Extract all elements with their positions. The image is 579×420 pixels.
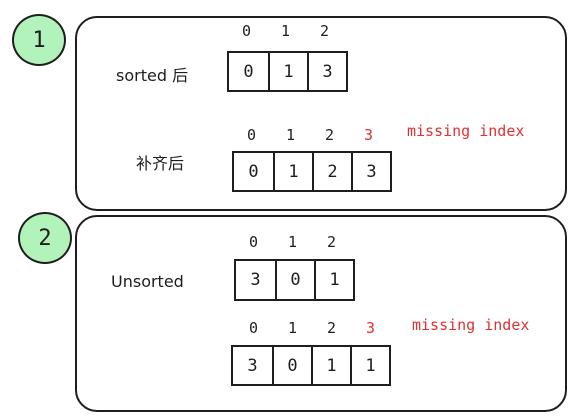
missing-index-label: 3 (363, 126, 374, 144)
step-1-badge: 1 (12, 14, 66, 66)
array-cell: 3 (307, 53, 346, 90)
index-label: 1 (287, 233, 298, 251)
index-label: 0 (248, 319, 259, 337)
index-label: 1 (285, 126, 296, 144)
array-cell: 0 (243, 61, 254, 82)
index-label: 0 (248, 233, 259, 251)
missing-index-label: 3 (365, 319, 376, 337)
sorted-array: 0 1 3 (227, 51, 348, 92)
index-label: 1 (280, 22, 291, 40)
index-label: 0 (241, 22, 252, 40)
padded-label: 补齐后 (136, 154, 185, 173)
index-label: 2 (324, 126, 335, 144)
swapped-index-row: 0 1 2 3 (234, 319, 390, 337)
unsorted-array: 3 0 1 (234, 259, 355, 301)
index-label: 0 (246, 126, 257, 144)
unsorted-index-row: 0 1 2 (234, 233, 351, 251)
index-label: 2 (326, 233, 337, 251)
missing-index-note: missing index (407, 122, 525, 140)
panel-2 (75, 215, 567, 412)
sorted-label: sorted 后 (116, 66, 189, 85)
array-cell: 3 (351, 153, 390, 190)
sorted-index-row: 0 1 2 (227, 22, 344, 40)
array-cell: 1 (350, 347, 389, 384)
array-cell: 1 (273, 153, 312, 190)
swapped-array: 3 0 1 1 (231, 345, 391, 386)
array-cell: 1 (311, 347, 350, 384)
array-cell: 3 (247, 355, 258, 376)
padded-array: 0 1 2 3 (232, 151, 392, 192)
panel-1 (75, 16, 567, 211)
array-cell: 0 (275, 261, 314, 299)
index-label: 1 (287, 319, 298, 337)
padded-index-row: 0 1 2 3 (232, 126, 388, 144)
array-cell: 0 (248, 161, 259, 182)
step-2-badge: 2 (18, 212, 72, 264)
index-label: 2 (326, 319, 337, 337)
unsorted-label: Unsorted (111, 272, 184, 291)
array-cell: 2 (312, 153, 351, 190)
missing-index-note: missing index (412, 316, 530, 334)
array-cell: 1 (268, 53, 307, 90)
index-label: 2 (319, 22, 330, 40)
array-cell: 3 (250, 270, 261, 290)
array-cell: 1 (314, 261, 353, 299)
array-cell: 0 (272, 347, 311, 384)
